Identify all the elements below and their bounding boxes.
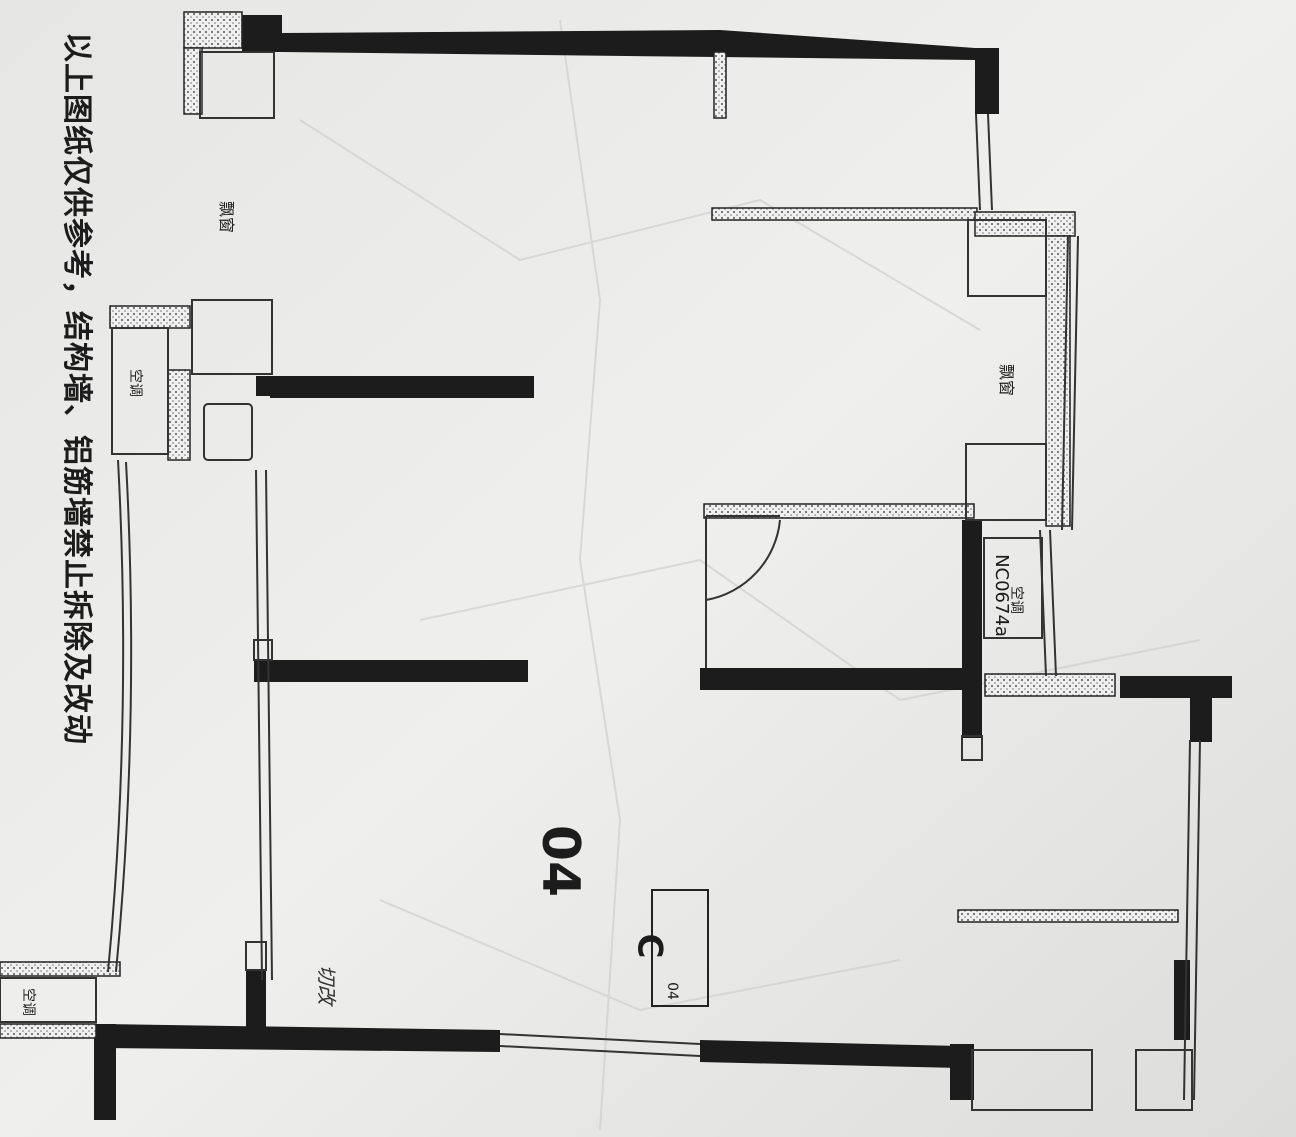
hatch-top-small [713, 51, 727, 119]
wall-bottom-left-pier [94, 1024, 116, 1120]
hatch-bottom-left [0, 961, 121, 977]
bay-window-label-right: 飘窗 [997, 363, 1017, 397]
hatch-top-right-partition [711, 207, 978, 221]
paper-creases [299, 19, 1201, 1131]
right-bay-window-bottom [965, 443, 1047, 521]
unit-type-subscript: 04 [663, 982, 680, 1000]
kitchen-window-line2 [1049, 529, 1057, 677]
hatch-left-column [183, 47, 203, 115]
wall-left-lower-pier [246, 970, 266, 1030]
hatch-lower-right [957, 909, 1179, 923]
wall-bottom-left [100, 1024, 500, 1052]
bay-window-left [199, 51, 275, 119]
door-swing [705, 515, 781, 668]
right-stub-box [961, 735, 983, 761]
wall-middle-right [700, 668, 980, 690]
unit-type-code: C [629, 933, 670, 959]
structural-walls [94, 15, 1232, 1120]
wall-top [242, 15, 975, 60]
bay-window-left-lower [191, 299, 273, 375]
unit-number: 04 [530, 824, 591, 898]
partition-walls [0, 11, 1179, 1039]
bottom-window-line2 [499, 1045, 701, 1057]
lower-right-line2 [1193, 739, 1201, 1101]
hatch-right-window [984, 673, 1116, 697]
hatch-left-ac-block [109, 305, 191, 329]
bottom-window-line1 [499, 1033, 701, 1045]
ac-label-bottom: 空调 [20, 988, 36, 1016]
right-window-line2 [987, 113, 993, 211]
door-arc [705, 519, 781, 601]
ac-label-left: 空调 [127, 369, 143, 397]
left-ac-box [111, 327, 169, 455]
hatch-top-left-corner [183, 11, 243, 49]
left-stub-box2 [253, 639, 273, 661]
window-code-label: NC0674a [990, 554, 1012, 637]
left-vertical-wall-line [255, 469, 263, 981]
wall-top-right-pier [975, 48, 999, 114]
right-window-line1 [975, 113, 981, 211]
right-bay-window-top [967, 219, 1047, 297]
bottom-left-ac [0, 977, 97, 1023]
hatch-left-ac-inner [167, 369, 191, 461]
wall-kitchen-top [1120, 676, 1232, 698]
handwritten-note: 切改 [314, 964, 339, 1005]
bottom-right-box2 [1135, 1049, 1193, 1111]
wall-kitchen-right [1190, 694, 1212, 742]
bottom-right-box [971, 1049, 1093, 1111]
wall-bedroom2-divider [268, 660, 528, 682]
left-stub-box [245, 941, 267, 971]
bay-window-label-left: 飘窗 [217, 200, 237, 234]
lower-right-line1 [1183, 739, 1191, 1101]
washer-symbol [203, 403, 253, 461]
right-bay-line2 [1071, 235, 1079, 531]
left-curved-window-inner [115, 461, 133, 973]
left-curved-window [107, 459, 125, 973]
wall-middle-vertical [962, 520, 982, 738]
window-lines [0, 51, 1201, 1111]
wall-bottom-right [700, 1040, 960, 1068]
notice-text: 以上图纸仅供参考，结构墙、铝筋墙禁止拆除及改动 [59, 32, 94, 745]
wall-left-pier1 [256, 376, 272, 396]
hatch-right-bay-top [974, 211, 1076, 237]
right-bay-line1 [1061, 235, 1069, 531]
left-vertical-wall-line2 [265, 469, 273, 981]
hatch-bottom-left2 [0, 1023, 97, 1039]
wall-bottom-pier [950, 1044, 974, 1100]
wall-bedroom1-divider [270, 376, 534, 398]
hatch-right-mid [703, 503, 975, 519]
right-ac-box [983, 537, 1043, 639]
wall-right-stub [1174, 960, 1190, 1040]
unit-type-box [651, 889, 709, 1007]
